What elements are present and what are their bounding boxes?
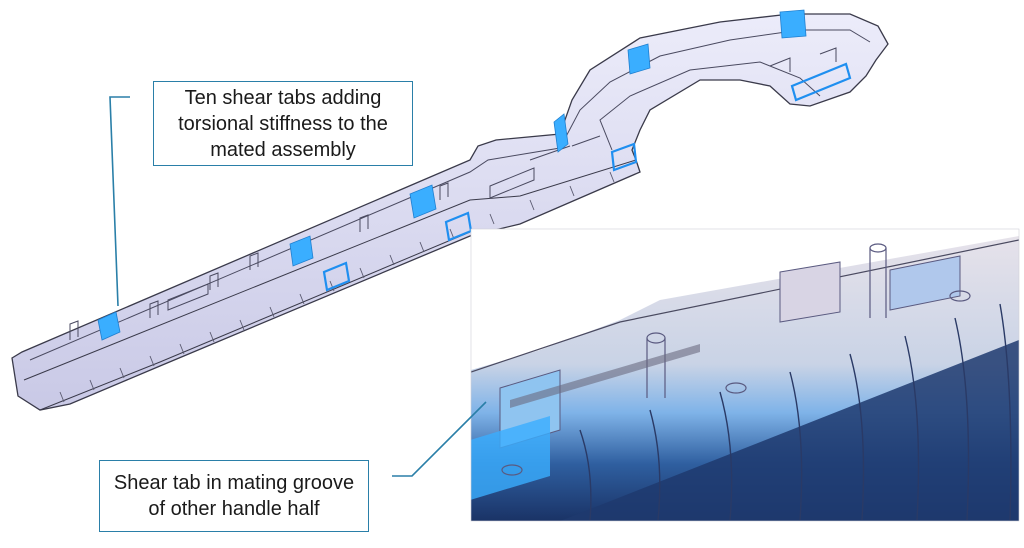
shear-tab <box>322 261 351 292</box>
leader-line-top <box>109 96 130 307</box>
shear-tab <box>610 142 638 172</box>
callout-shear-tabs: Ten shear tabs adding torsional stiffnes… <box>153 81 413 166</box>
callout-mating-groove-line1: Shear tab in mating groove <box>113 472 355 494</box>
shear-tabs <box>97 9 852 341</box>
shear-tab <box>553 113 569 153</box>
callout-mating-groove: Shear tab in mating groove of other hand… <box>99 460 369 532</box>
inset-closeup <box>471 229 1019 521</box>
handle-inner-wall <box>29 29 871 361</box>
handle-internal-bosses <box>69 47 837 340</box>
inset-bosses <box>501 243 971 476</box>
callout-shear-tabs-line3: mated assembly <box>210 138 356 161</box>
shear-tab <box>779 9 807 39</box>
shear-tab <box>627 43 651 75</box>
handle-half-part <box>11 13 889 411</box>
callout-mating-groove-line2: of other handle half <box>148 498 320 520</box>
inset-ribs <box>579 303 1012 521</box>
callout-shear-tabs-line2: torsional stiffness to the <box>178 112 388 135</box>
shear-tab <box>97 311 121 341</box>
shear-tab <box>409 184 437 219</box>
shear-tab <box>289 235 314 267</box>
handle-side-ribs <box>59 171 615 403</box>
leader-line-bottom <box>392 401 487 477</box>
callout-shear-tabs-line1: Ten shear tabs adding <box>184 86 382 109</box>
inset-shear-tabs <box>471 255 961 500</box>
handle-lower-rim <box>23 159 637 411</box>
shear-tab <box>790 62 852 102</box>
